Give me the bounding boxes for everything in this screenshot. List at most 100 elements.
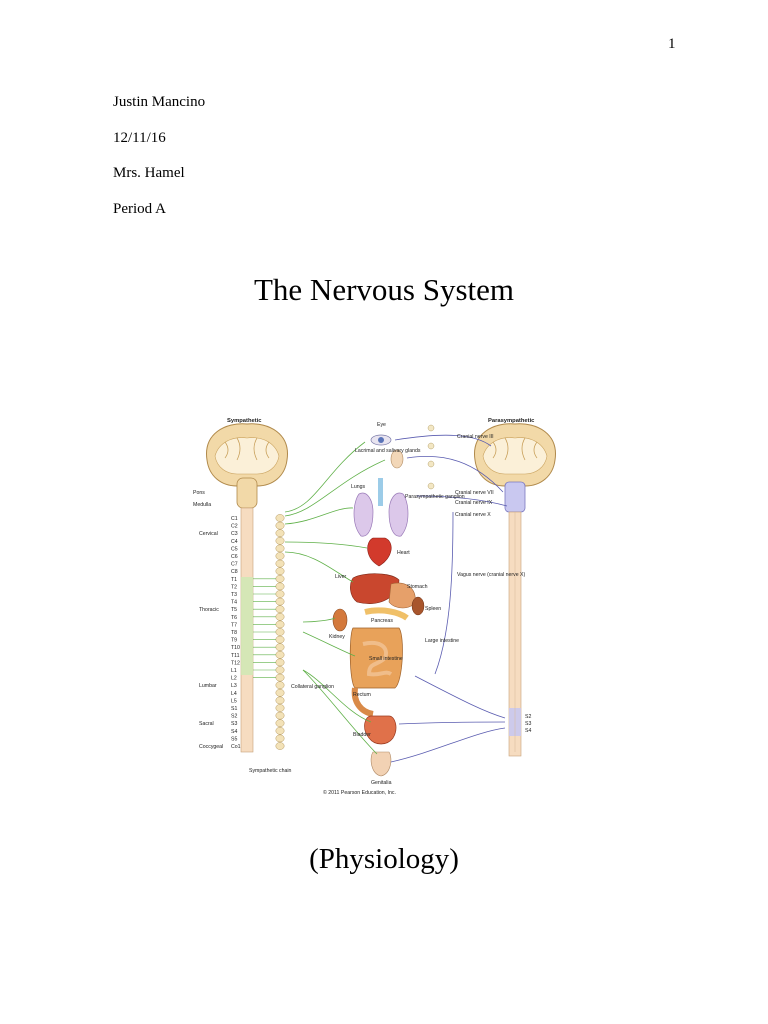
chain-ganglion [275, 552, 285, 560]
vertebra-label-t12: T12 [231, 660, 240, 666]
chain-ganglion [275, 544, 285, 553]
chain-ganglion [275, 666, 285, 674]
chain-ganglion [275, 696, 285, 705]
copyright-notice: © 2011 Pearson Education, Inc. [323, 789, 396, 796]
chain-ganglion [275, 514, 285, 522]
nerve-pathways [284, 434, 508, 763]
date: 12/11/16 [113, 130, 166, 146]
cranial-nerve-vii-label: Cranial nerve VII [455, 490, 494, 496]
vertebra-label-s4: S4 [231, 729, 237, 735]
vertebra-label-l2: L2 [231, 676, 237, 682]
nervous-system-diagram: Sympathetic Parasympathetic [185, 412, 565, 800]
chain-ganglion [275, 605, 285, 614]
vertebra-label-t4: T4 [231, 600, 237, 606]
vertebra-label-c5: C5 [231, 546, 238, 552]
vertebra-label-co1: Co1 [231, 744, 241, 750]
chain-ganglion [275, 719, 285, 728]
document-title: The Nervous System [253, 272, 515, 307]
chain-ganglion [275, 590, 285, 598]
sympathetic-heading: Sympathetic [227, 418, 262, 424]
vagus-nerve-label: Vagus nerve (cranial nerve X) [457, 572, 526, 578]
vertebra-label-s1: S1 [231, 706, 237, 712]
vertebra-label-c1: C1 [231, 516, 238, 522]
vertebra-label-l3: L3 [231, 683, 237, 689]
parasympathetic-heading: Parasympathetic [488, 418, 535, 424]
parasympathetic-ganglia [427, 424, 435, 490]
class-period: Period A [113, 201, 166, 217]
vertebra-label-s3: S3 [231, 721, 237, 727]
chain-ganglion [275, 620, 285, 629]
chain-ganglion [275, 681, 285, 690]
lungs-label: Lungs [351, 484, 366, 490]
sympathetic-chain-label: Sympathetic chain [249, 768, 292, 774]
small-intestine-label: Small intestine [369, 656, 403, 662]
chain-ganglion [275, 704, 285, 712]
vertebra-label-t5: T5 [231, 607, 237, 613]
eye-label: Eye [377, 422, 386, 428]
spine-region-coccygeal: Coccygeal [199, 744, 223, 750]
chain-ganglion [275, 635, 285, 644]
cranial-nerve-ix-label: Cranial nerve IX [455, 500, 493, 506]
heart-label: Heart [397, 550, 410, 556]
sacral-s4-label: S4 [525, 728, 531, 734]
chain-ganglion [275, 559, 285, 568]
genitalia-label: Genitalia [371, 780, 392, 786]
vertebra-label-t10: T10 [231, 645, 240, 651]
chain-ganglion [275, 658, 285, 667]
spine-region-lumbar: Lumbar [199, 683, 217, 689]
spine-region-thoracic: Thoracic [199, 607, 219, 613]
large-intestine-label: Large intestine [425, 638, 459, 644]
chain-ganglion [275, 711, 285, 720]
vertebra-label-t8: T8 [231, 630, 237, 636]
sacral-s3-label: S3 [525, 721, 531, 727]
pons-label: Pons [193, 490, 205, 496]
vertebra-label-c2: C2 [231, 524, 238, 530]
chain-ganglion [275, 597, 285, 606]
vertebra-label-t9: T9 [231, 638, 237, 644]
collateral-ganglion-label: Collateral ganglion [291, 684, 334, 690]
vertebra-label-t7: T7 [231, 622, 237, 628]
spine-region-cervical: Cervical [199, 531, 218, 537]
chain-ganglion [275, 742, 285, 750]
rectum-label: Rectum [353, 692, 371, 698]
vertebra-label-t6: T6 [231, 615, 237, 621]
stomach-label: Stomach [407, 584, 428, 590]
chain-ganglion [275, 628, 285, 636]
chain-ganglion [275, 688, 285, 697]
page-number: 1 [668, 36, 676, 52]
chain-ganglion [275, 582, 285, 591]
vertebra-label-l4: L4 [231, 691, 237, 697]
chain-ganglion [275, 574, 285, 583]
vertebra-label-c7: C7 [231, 562, 238, 568]
lacrimal-label: Lacrimal and salivary glands [355, 448, 421, 454]
vertebra-label-c8: C8 [231, 569, 238, 575]
vertebra-label-t3: T3 [231, 592, 237, 598]
spine-region-sacral: Sacral [199, 721, 214, 727]
medulla-label: Medulla [193, 502, 211, 508]
bladder-label: Bladder [353, 732, 371, 738]
chain-ganglion [275, 529, 285, 538]
cranial-nerve-x-label: Cranial nerve X [455, 512, 491, 518]
cranial-nerve-iii-label: Cranial nerve III [457, 434, 494, 440]
vertebra-label-t1: T1 [231, 577, 237, 583]
vertebra-label-c3: C3 [231, 531, 238, 537]
chain-ganglion [275, 734, 285, 743]
vertebra-label-l1: L1 [231, 668, 237, 674]
chain-ganglion [275, 536, 285, 545]
vertebra-label-c4: C4 [231, 539, 238, 545]
kidney-label: Kidney [329, 634, 345, 640]
sympathetic-chain-ganglia [253, 514, 285, 750]
vertebra-label-s5: S5 [231, 736, 237, 742]
vertebra-label-c6: C6 [231, 554, 238, 560]
chain-ganglion [275, 726, 285, 735]
chain-ganglion [275, 521, 285, 530]
chain-ganglion [275, 612, 285, 621]
teacher-name: Mrs. Hamel [113, 165, 185, 181]
brain-right-illustration [474, 423, 556, 513]
sacral-s2-label: S2 [525, 714, 531, 720]
document-subtitle: (Physiology) [309, 843, 459, 875]
vertebra-label-t2: T2 [231, 584, 237, 590]
pancreas-label: Pancreas [371, 618, 393, 624]
organ-illustrations [332, 434, 425, 777]
liver-label: Liver [335, 574, 347, 580]
